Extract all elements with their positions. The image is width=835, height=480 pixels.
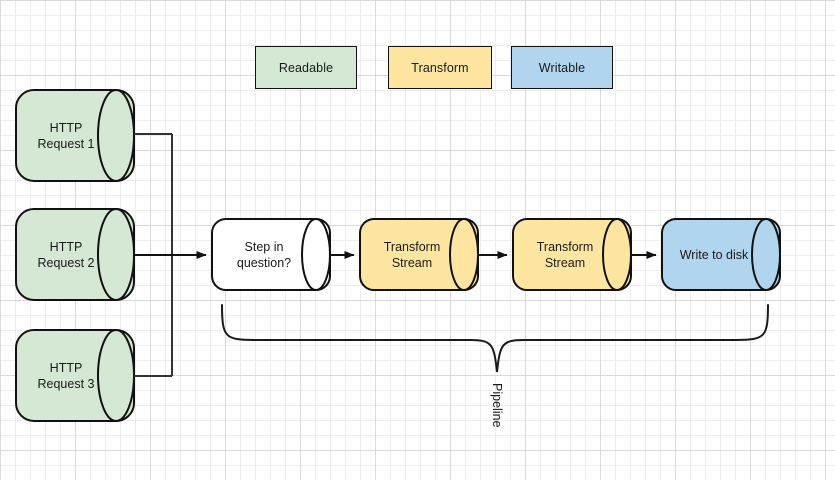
cylinder-http-request-2[interactable] [15,208,135,301]
cylinder-transform-stream-1[interactable] [359,218,479,291]
cylinder-step-in-question[interactable] [211,218,331,291]
legend-label-transform: Transform [411,60,469,75]
pipeline-brace-label: Pipeline [490,383,504,428]
cylinder-http-request-3[interactable] [15,329,135,422]
cylinder-transform-stream-2[interactable] [512,218,632,291]
legend-label-readable: Readable [278,60,334,75]
legend-box-readable[interactable]: Readable [255,46,357,89]
legend-label-writable: Writable [538,60,586,75]
pipeline-brace [221,304,769,373]
legend-box-transform[interactable]: Transform [388,46,492,89]
legend-box-writable[interactable]: Writable [511,46,613,89]
cylinder-write-to-disk[interactable] [661,218,781,291]
cylinder-http-request-1[interactable] [15,89,135,182]
